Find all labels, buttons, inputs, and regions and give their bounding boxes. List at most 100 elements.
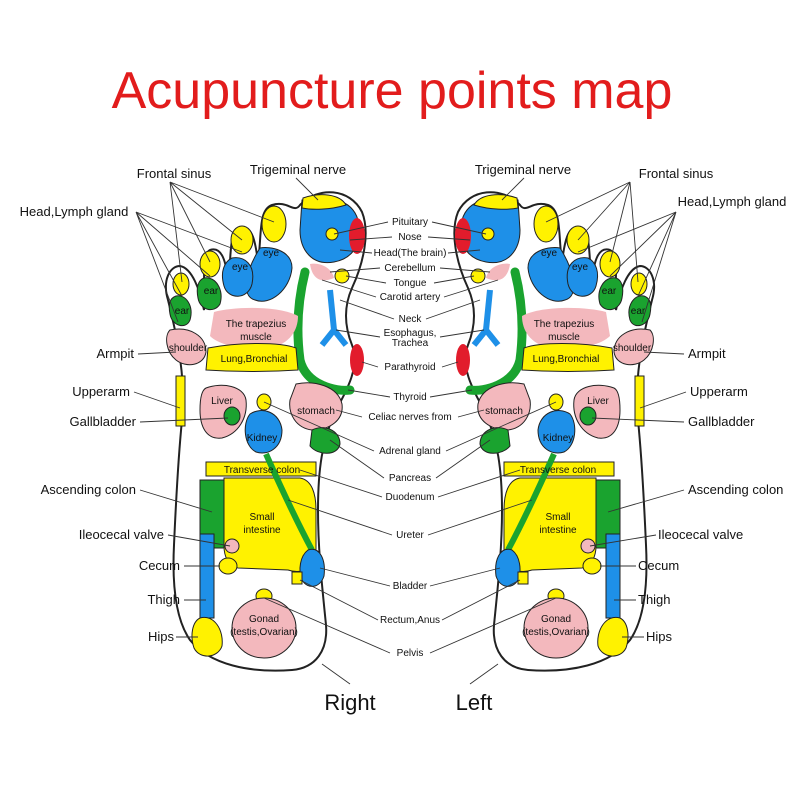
l-ear-label-1: ear — [602, 286, 617, 297]
label-adrenal: Adrenal gland — [379, 446, 441, 457]
l-upperarm-zone — [634, 375, 645, 427]
rectum-point — [291, 571, 303, 585]
toe-sinus-3 — [199, 250, 221, 278]
esophagus-zone — [319, 289, 349, 347]
l-trapezius-label-1: The trapezius — [534, 319, 595, 330]
label-bladder: Bladder — [393, 581, 428, 592]
l-toe-sinus-1 — [533, 205, 559, 243]
r-liver-label: Liver — [211, 396, 233, 407]
l-esophagus-zone — [471, 289, 501, 347]
l-cecum-point — [582, 557, 602, 575]
l-thigh-zone — [605, 533, 621, 619]
label-hips-l: Hips — [646, 629, 673, 644]
label-pituitary: Pituitary — [392, 217, 428, 228]
label-trachea: Trachea — [392, 338, 429, 349]
l-lung-zone — [521, 343, 615, 372]
l-small-label-1: Small — [545, 512, 570, 523]
l-cerebellum-zone — [486, 263, 510, 281]
l-eye-zone-2 — [566, 257, 599, 297]
label-frontal-sinus-l: Frontal sinus — [639, 166, 714, 181]
label-armpit-r: Armpit — [96, 346, 134, 361]
label-pelvis: Pelvis — [397, 648, 424, 659]
eye-zone-2 — [221, 257, 254, 297]
side-labels-right: Frontal sinus Trigeminal nerve Head,Lymp… — [475, 162, 787, 644]
cecum-point — [218, 557, 238, 575]
upperarm-zone — [175, 375, 186, 427]
label-thigh-l: Thigh — [638, 592, 671, 607]
page-title: Acupuncture points map — [112, 62, 673, 120]
label-trigeminal-l: Trigeminal nerve — [475, 162, 571, 177]
l-shoulder-label: shoulder — [613, 343, 652, 354]
label-hips-r: Hips — [148, 629, 175, 644]
label-carotid: Carotid artery — [380, 292, 441, 303]
l-parathyroid-top-zone — [455, 218, 471, 254]
left-foot — [453, 191, 656, 672]
label-thigh-r: Thigh — [147, 592, 180, 607]
l-small-label-2: intestine — [539, 525, 577, 536]
thigh-zone — [199, 533, 215, 619]
label-parathyroid: Parathyroid — [384, 362, 435, 373]
parathyroid-zone — [350, 344, 364, 376]
label-cecum-l: Cecum — [638, 558, 679, 573]
l-ear-zone-2 — [628, 295, 652, 327]
l-stomach-zone — [477, 382, 531, 431]
hips-zone — [191, 616, 223, 657]
label-frontal-sinus-r: Frontal sinus — [137, 166, 212, 181]
center-labels: Pituitary Nose Head(The brain) Cerebellu… — [368, 217, 451, 659]
label-upperarm-r: Upperarm — [72, 384, 130, 399]
label-cerebellum: Cerebellum — [384, 263, 435, 274]
r-eye-label-2: eye — [232, 262, 249, 273]
l-shoulder-zone — [613, 328, 654, 366]
label-gallbladder-l: Gallbladder — [688, 414, 755, 429]
r-kidney-label: Kidney — [247, 433, 278, 444]
r-ear-label-2: ear — [175, 306, 190, 317]
l-gonad-label-2: (testis,Ovarian) — [522, 627, 590, 638]
l-trapezius-label-2: muscle — [548, 332, 580, 343]
label-ileocecal-l: Ileocecal valve — [658, 527, 743, 542]
l-hips-zone — [597, 616, 629, 657]
pancreas-zone — [309, 427, 341, 454]
l-transverse-colon-zone — [503, 461, 615, 477]
r-trapezius-label-2: muscle — [240, 332, 272, 343]
label-rectum: Rectum,Anus — [380, 615, 440, 626]
l-rectum-point — [517, 571, 529, 585]
label-ureter: Ureter — [396, 530, 424, 541]
label-ileocecal-r: Ileocecal valve — [79, 527, 164, 542]
l-pituitary-point — [481, 227, 495, 241]
parathyroid-top-zone — [349, 218, 365, 254]
label-head-lymph-l: Head,Lymph gland — [678, 194, 787, 209]
label-nose: Nose — [398, 232, 422, 243]
left-foot-caption: Left — [456, 690, 493, 715]
r-gonad-label-2: (testis,Ovarian) — [230, 627, 298, 638]
r-stomach-label: stomach — [297, 406, 335, 417]
r-transverse-label: Transverse colon — [224, 465, 300, 476]
l-ear-label-2: ear — [631, 306, 646, 317]
trigeminal-zone — [301, 194, 347, 210]
r-trapezius-label-1: The trapezius — [226, 319, 287, 330]
l-bladder-zone — [495, 548, 521, 587]
l-parathyroid-zone — [456, 344, 470, 376]
in-foot-labels-right: eye eye ear ear The trapezius muscle sho… — [169, 248, 335, 638]
label-head-brain: Head(The brain) — [374, 248, 447, 259]
l-eye-label-2: eye — [572, 262, 589, 273]
r-gonad-label-1: Gonad — [249, 614, 279, 625]
label-armpit-l: Armpit — [688, 346, 726, 361]
label-duodenum: Duodenum — [386, 492, 435, 503]
cerebellum-zone — [310, 263, 334, 281]
l-stomach-label: stomach — [485, 406, 523, 417]
label-head-lymph-r: Head,Lymph gland — [20, 204, 129, 219]
l-trigeminal-zone — [473, 194, 519, 210]
side-labels-left: Frontal sinus Trigeminal nerve Head,Lymp… — [20, 162, 347, 644]
right-foot-caption: Right — [324, 690, 375, 715]
label-celiac: Celiac nerves from — [368, 412, 451, 423]
kidney-zone — [244, 410, 283, 454]
lung-zone — [205, 343, 299, 372]
leader-lines — [133, 177, 687, 685]
shoulder-zone — [166, 328, 207, 366]
label-ascending-colon-r: Ascending colon — [41, 482, 136, 497]
ileocecal-point — [224, 538, 240, 554]
ear-zone-1 — [196, 277, 222, 311]
gallbladder-point — [223, 406, 241, 426]
l-liver-label: Liver — [587, 396, 609, 407]
